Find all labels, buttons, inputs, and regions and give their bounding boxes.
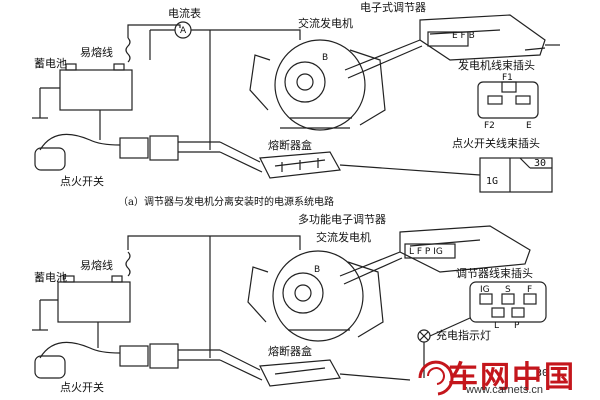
fuse-box-a — [259, 151, 341, 179]
ignition-plug-a-1g: 1G — [486, 176, 499, 187]
ignition-switch-a-label: 点火开关 — [60, 175, 104, 188]
watermark: 车网中国 www.carnets.cn — [404, 350, 594, 398]
harness-b-pin-s: S — [505, 285, 511, 295]
ignition-plug-a-30: 30 — [534, 158, 547, 169]
alternator-b-label: 交流发电机 — [316, 231, 371, 244]
caption-a: （a）调节器与发电机分离安装时的电源系统电路 — [118, 197, 334, 208]
harness-b-pin-ig: IG — [480, 285, 490, 295]
fuse-box-b — [259, 359, 341, 387]
battery-b — [32, 275, 131, 331]
harness-b-pin-p: P — [514, 321, 520, 331]
harness-b-pin-l: L — [494, 321, 500, 331]
battery-b-label: 蓄电池 — [34, 271, 67, 284]
terminal-b-a: B — [322, 53, 329, 63]
battery-a — [32, 63, 133, 119]
watermark-url: www.carnets.cn — [466, 384, 544, 396]
alternator-a-label: 交流发电机 — [298, 17, 353, 30]
harness-a-e: E — [526, 121, 532, 131]
fusible-link-b — [125, 251, 131, 277]
fuse-box-a-label: 熔断器盒 — [268, 139, 312, 152]
ignition-plug-a-label: 点火开关线束插头 — [452, 137, 540, 150]
harness-a-f1: F1 — [502, 73, 513, 83]
regulator-b-label: 多功能电子调节器 — [298, 213, 386, 226]
terminal-b-b: B — [314, 265, 321, 275]
alternator-a — [249, 39, 386, 131]
fusible-link-b-label: 易熔线 — [80, 259, 113, 272]
regulator-b-terminals: L F P IG — [409, 247, 443, 257]
fusible-link-a-label: 易熔线 — [80, 46, 113, 59]
regulator-a — [419, 14, 546, 61]
regulator-a-label: 电子式调节器 — [360, 1, 426, 14]
harness-plug-b — [469, 281, 547, 323]
ammeter-symbol: A — [180, 26, 187, 36]
alternator-b — [247, 250, 384, 342]
charge-lamp-label: 充电指示灯 — [436, 329, 491, 342]
fusible-link-a — [125, 37, 131, 63]
ignition-switch-b-label: 点火开关 — [60, 381, 104, 394]
battery-a-label: 蓄电池 — [34, 57, 67, 70]
harness-a-label: 发电机线束插头 — [458, 59, 535, 72]
regulator-a-terminals: E F B — [452, 31, 475, 41]
watermark-brand: 车网中国 — [448, 360, 576, 395]
watermark-logo — [418, 360, 454, 396]
harness-plug-a — [477, 81, 539, 119]
harness-b-label: 调节器线束插头 — [456, 267, 533, 280]
fuse-30-label: 30 — [536, 368, 549, 379]
ignition-switch-a — [34, 133, 220, 171]
ammeter-label: 电流表 — [168, 7, 201, 20]
fuse-box-b-label: 熔断器盒 — [268, 345, 312, 358]
harness-b-pin-f: F — [527, 285, 533, 295]
harness-a-f2: F2 — [484, 121, 495, 131]
ignition-switch-b — [34, 341, 220, 379]
